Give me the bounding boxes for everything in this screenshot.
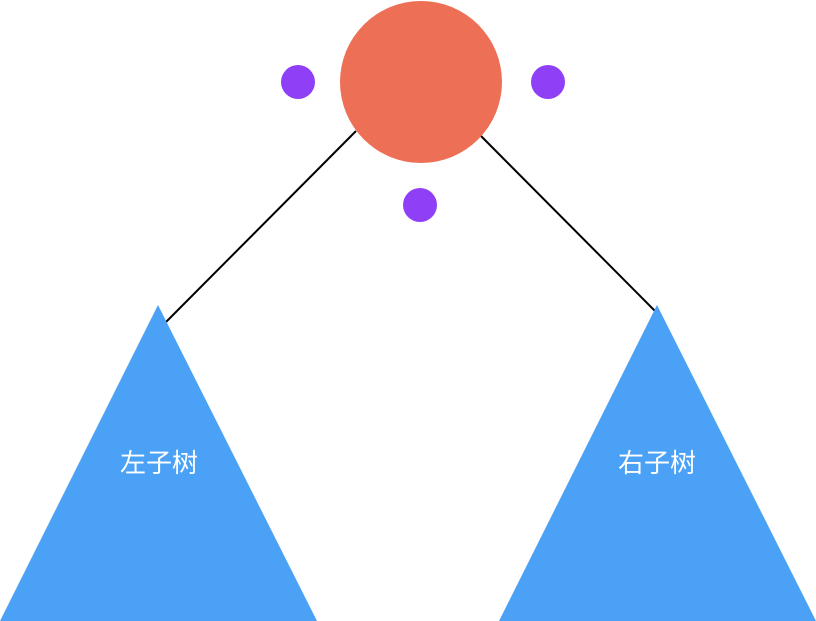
root-node <box>340 1 502 163</box>
left-marker-dot <box>281 65 315 99</box>
bottom-marker-dot <box>403 188 437 222</box>
right-subtree-label: 右子树 <box>618 449 696 479</box>
right-edge <box>480 135 656 312</box>
right-subtree-triangle <box>499 305 816 621</box>
left-subtree-triangle <box>0 305 317 621</box>
right-marker-dot <box>531 65 565 99</box>
left-edge <box>165 130 357 323</box>
left-subtree-label: 左子树 <box>120 449 198 479</box>
